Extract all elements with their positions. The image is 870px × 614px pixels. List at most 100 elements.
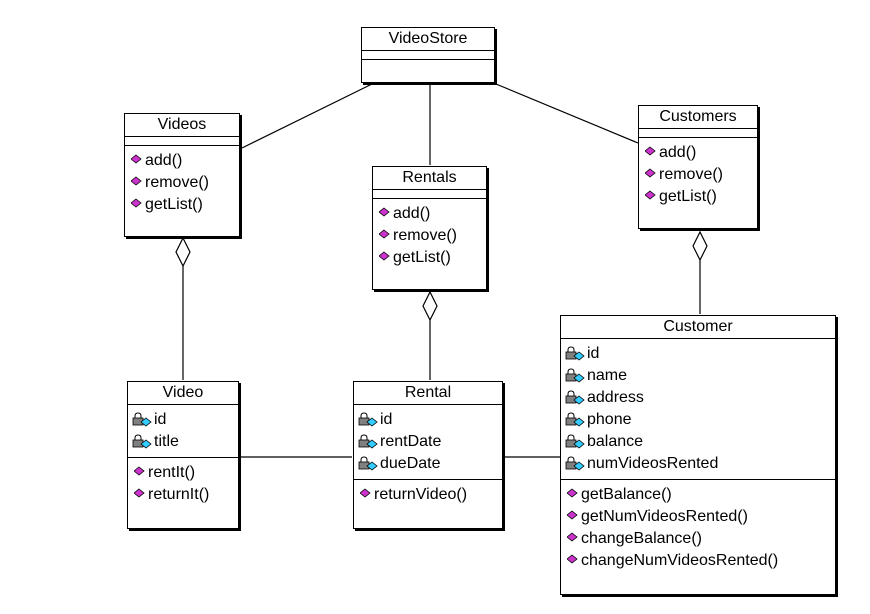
attribute-row: dueDate — [358, 453, 502, 475]
class-videos-operations: add() remove() getList() — [125, 146, 239, 220]
attribute-label: numVideosRented — [587, 455, 719, 472]
attribute-label: phone — [587, 411, 632, 428]
operation-label: changeNumVideosRented() — [581, 552, 779, 569]
class-rental[interactable]: Rental id rentDate dueDate returnVideo() — [353, 381, 503, 529]
attribute-label: id — [587, 345, 600, 362]
operation-icon — [567, 554, 581, 568]
attribute-row: phone — [565, 409, 835, 431]
locked-attribute-icon — [132, 434, 154, 450]
attribute-row: balance — [565, 431, 835, 453]
operation-label: getBalance() — [581, 486, 672, 503]
operation-label: changeBalance() — [581, 530, 702, 547]
locked-attribute-icon — [565, 434, 587, 450]
attribute-row: address — [565, 387, 835, 409]
attribute-label: balance — [587, 433, 644, 450]
locked-attribute-icon — [565, 412, 587, 428]
attribute-label: name — [587, 367, 628, 384]
operation-row: getList() — [131, 194, 239, 216]
operation-label: returnIt() — [148, 486, 210, 503]
attribute-label: dueDate — [380, 455, 441, 472]
class-videos[interactable]: Videos add() remove() getList() — [124, 113, 240, 237]
class-customers-operations: add() remove() getList() — [639, 138, 757, 212]
operation-label: add() — [393, 205, 431, 222]
attribute-label: id — [154, 411, 167, 428]
class-videos-name: Videos — [125, 114, 239, 137]
class-video-attributes: id title — [128, 405, 238, 458]
operation-label: remove() — [145, 174, 210, 191]
operation-row: changeBalance() — [567, 528, 835, 550]
class-video-operations: rentIt() returnIt() — [128, 458, 238, 510]
operation-row: getNumVideosRented() — [567, 506, 835, 528]
operation-icon — [131, 154, 145, 168]
operation-icon — [567, 532, 581, 546]
operation-icon — [379, 207, 393, 221]
class-rentals[interactable]: Rentals add() remove() getList() — [372, 166, 487, 290]
class-customer[interactable]: Customer id name address phone balance numVid… — [560, 315, 836, 595]
assoc-videostore-videos — [241, 83, 373, 149]
class-customer-attributes: id name address phone balance numVideosRented — [561, 339, 835, 480]
class-videostore-name: VideoStore — [362, 28, 494, 51]
class-videostore-attributes — [362, 51, 494, 60]
class-video-name: Video — [128, 382, 238, 405]
attribute-row: name — [565, 365, 835, 387]
class-rental-name: Rental — [354, 382, 502, 405]
operation-icon — [379, 229, 393, 243]
operation-label: getList() — [145, 196, 203, 213]
operation-icon — [134, 488, 148, 502]
operation-row: remove() — [645, 164, 757, 186]
operation-label: getList() — [659, 188, 717, 205]
class-videostore-operations — [362, 60, 494, 68]
operation-row: add() — [645, 142, 757, 164]
class-rentals-attributes — [373, 190, 486, 199]
operation-label: remove() — [393, 227, 458, 244]
aggregation-rentals-diamond — [422, 290, 438, 322]
attribute-row: id — [358, 409, 502, 431]
operation-label: remove() — [659, 166, 724, 183]
attribute-row: rentDate — [358, 431, 502, 453]
locked-attribute-icon — [358, 434, 380, 450]
operation-row: returnVideo() — [360, 484, 502, 506]
attribute-row: numVideosRented — [565, 453, 835, 475]
class-rentals-operations: add() remove() getList() — [373, 199, 486, 273]
class-videostore[interactable]: VideoStore — [361, 27, 495, 83]
operation-icon — [379, 251, 393, 265]
operation-row: returnIt() — [134, 484, 238, 506]
operation-icon — [567, 488, 581, 502]
class-video[interactable]: Video id title rentIt() returnIt() — [127, 381, 239, 529]
operation-row: remove() — [131, 172, 239, 194]
operation-label: add() — [145, 152, 183, 169]
operation-row: changeNumVideosRented() — [567, 550, 835, 572]
class-customer-name: Customer — [561, 316, 835, 339]
class-rental-operations: returnVideo() — [354, 480, 502, 510]
operation-icon — [360, 488, 374, 502]
class-customers[interactable]: Customers add() remove() getList() — [638, 105, 758, 229]
attribute-row: id — [132, 409, 238, 431]
aggregation-videos-diamond — [175, 236, 191, 268]
operation-label: getNumVideosRented() — [581, 508, 748, 525]
operation-row: getList() — [379, 247, 486, 269]
attribute-row: title — [132, 431, 238, 453]
operation-icon — [645, 168, 659, 182]
attribute-label: id — [380, 411, 393, 428]
assoc-videostore-customers — [495, 83, 639, 144]
operation-row: getList() — [645, 186, 757, 208]
operation-row: rentIt() — [134, 462, 238, 484]
locked-attribute-icon — [565, 390, 587, 406]
operation-row: getBalance() — [567, 484, 835, 506]
operation-label: add() — [659, 144, 697, 161]
operation-label: returnVideo() — [374, 486, 468, 503]
locked-attribute-icon — [565, 368, 587, 384]
locked-attribute-icon — [358, 456, 380, 472]
attribute-label: title — [154, 433, 179, 450]
operation-row: add() — [131, 150, 239, 172]
locked-attribute-icon — [132, 412, 154, 428]
operation-label: getList() — [393, 249, 451, 266]
class-videos-attributes — [125, 137, 239, 146]
class-rentals-name: Rentals — [373, 167, 486, 190]
operation-row: remove() — [379, 225, 486, 247]
attribute-row: id — [565, 343, 835, 365]
operation-icon — [131, 198, 145, 212]
class-customers-name: Customers — [639, 106, 757, 129]
